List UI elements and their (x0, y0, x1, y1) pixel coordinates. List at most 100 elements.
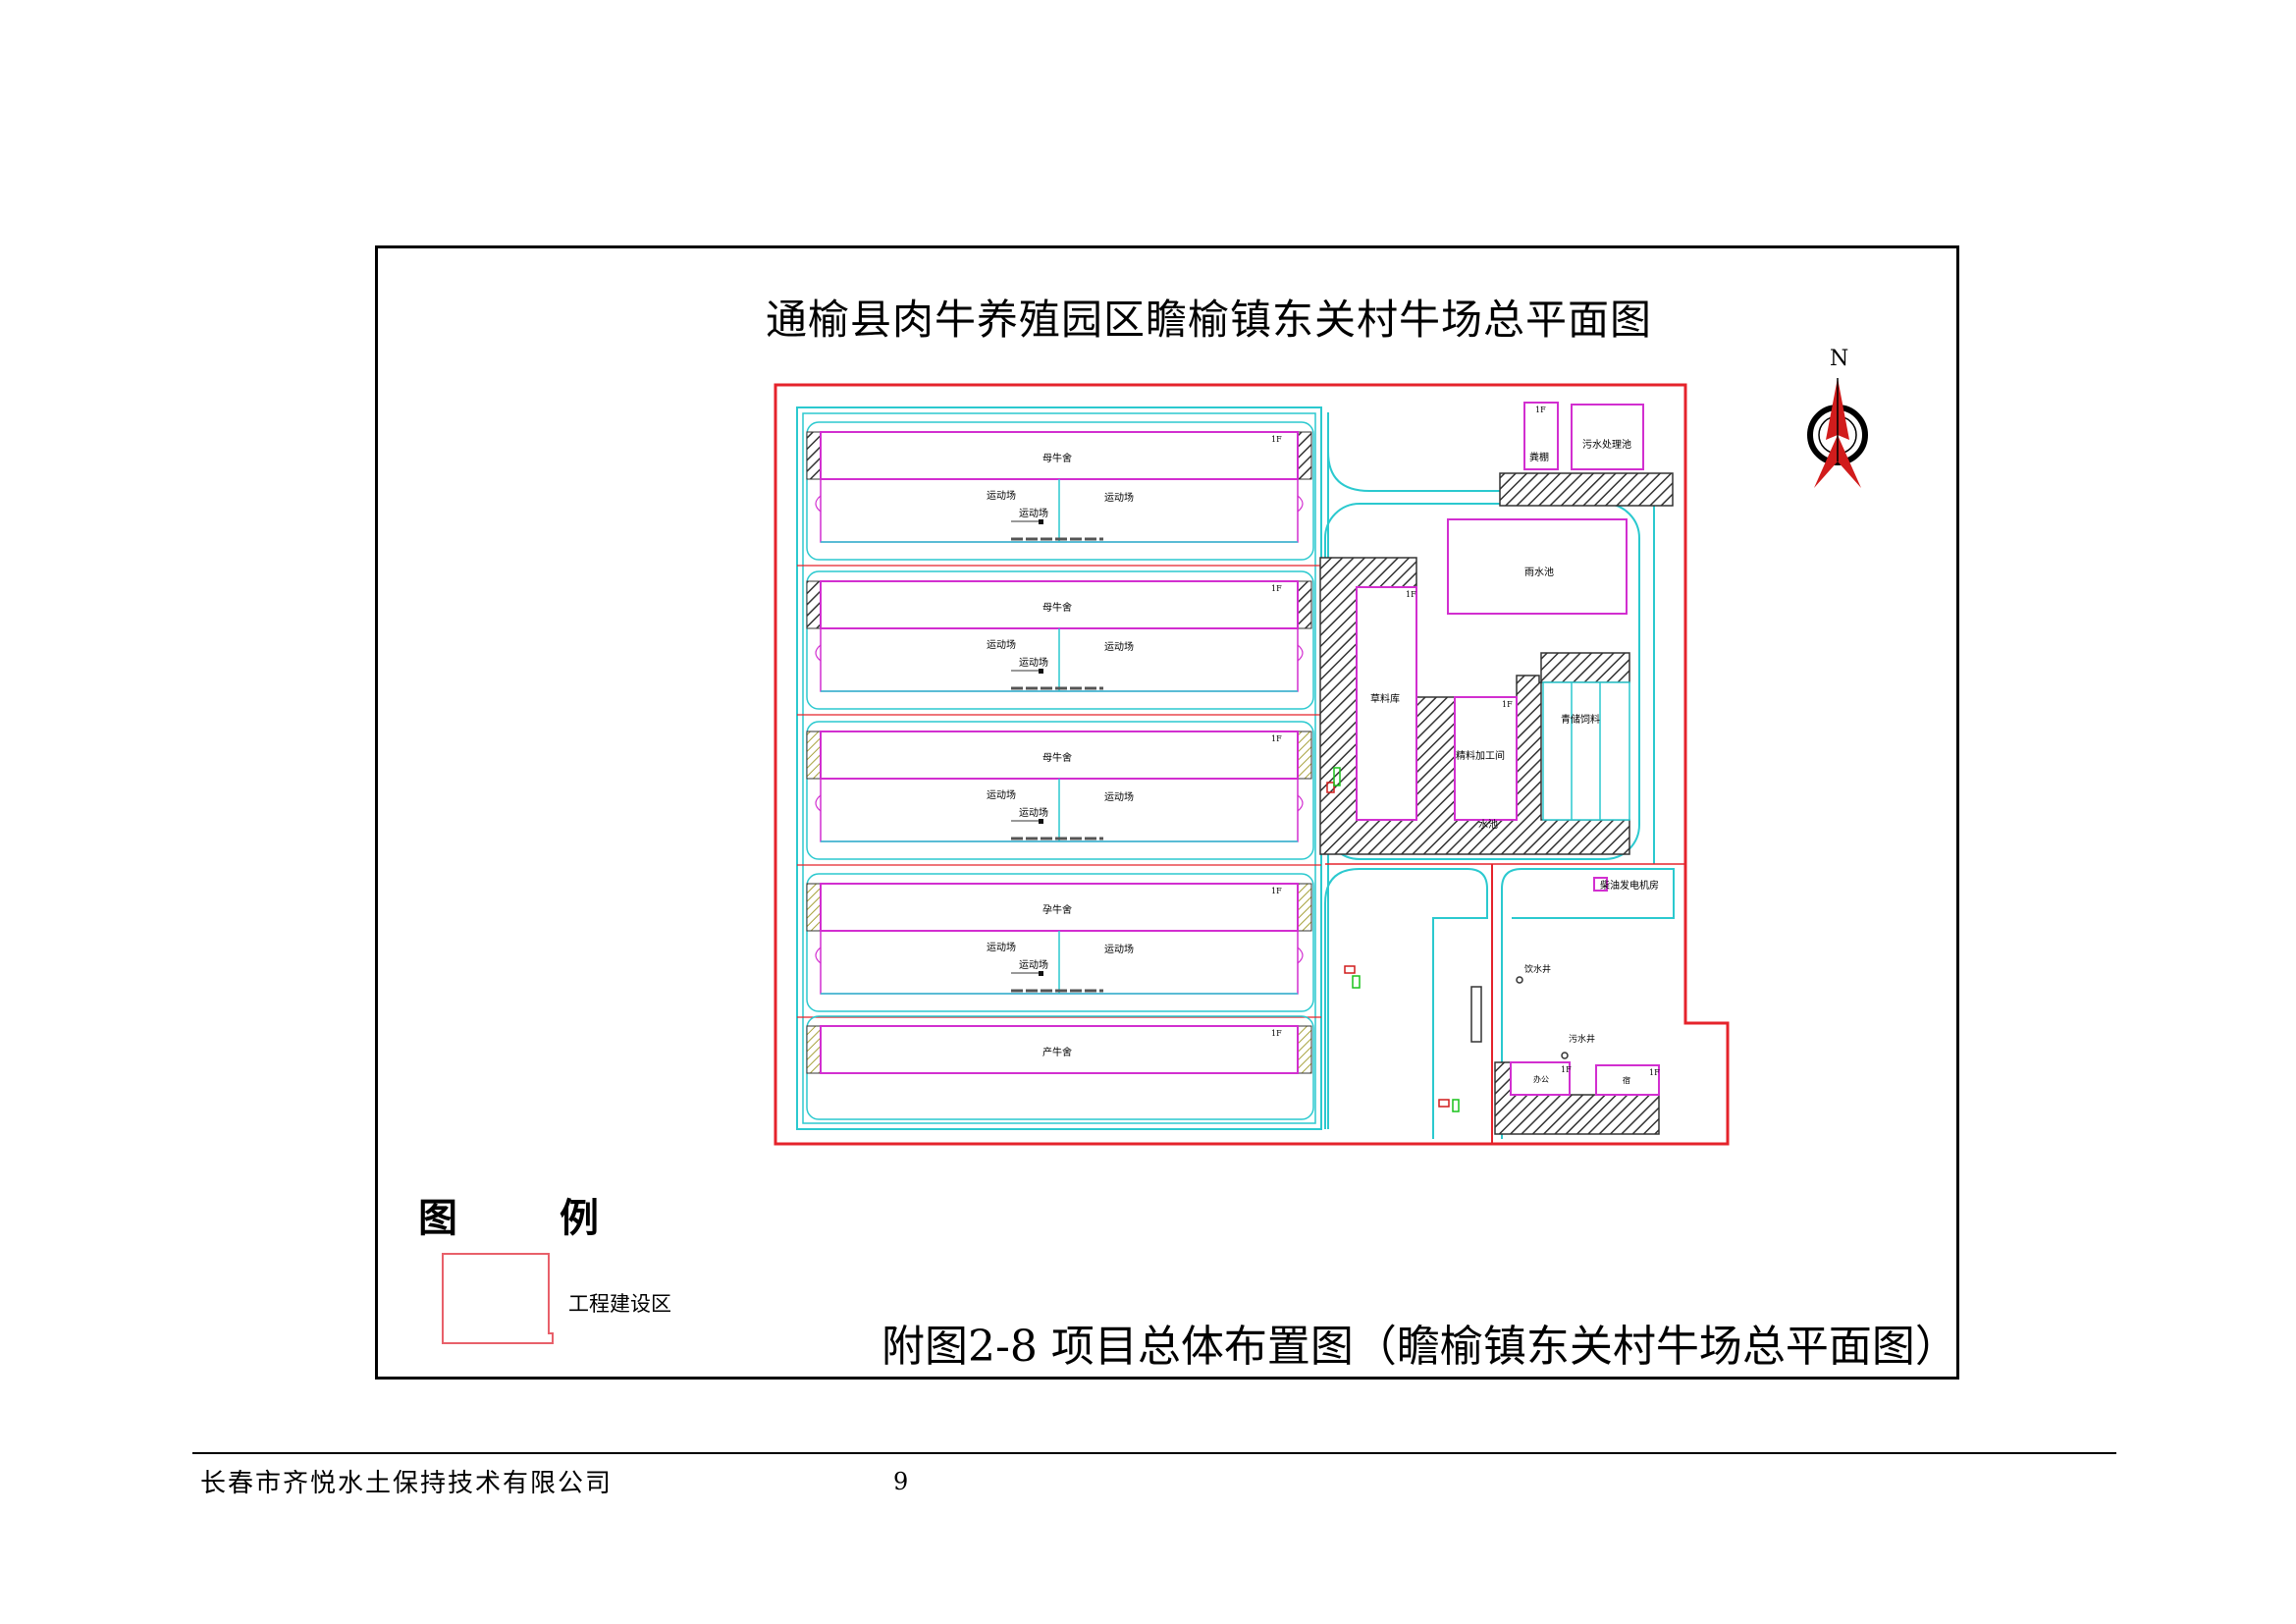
silage-label: 青储饲料 (1561, 713, 1600, 726)
yard-label: 运动场 (987, 788, 1016, 801)
barn-name: 母牛舍 (1042, 601, 1072, 614)
legend-item-label: 工程建设区 (568, 1292, 671, 1316)
red-marker-2 (1344, 965, 1356, 974)
barn-row-road (806, 721, 1314, 860)
footer-rule (192, 1452, 2116, 1454)
barn-end-block (1297, 883, 1312, 932)
feed-processing (1454, 696, 1518, 821)
figure-caption: 附图2-8 项目总体布置图（瞻榆镇东关村牛场总平面图） (881, 1322, 1958, 1372)
north-hatched-wall (1499, 472, 1674, 507)
yard-label: 运动场 (1104, 943, 1134, 955)
yard-label: 运动场 (1019, 958, 1048, 971)
barn-row-road (806, 873, 1314, 1012)
green-marker-3 (1452, 1099, 1460, 1112)
yard-drain (1039, 519, 1043, 524)
barn-end-block (1297, 431, 1312, 480)
yard-label: 运动场 (1104, 640, 1134, 653)
barn-rows: 母牛舍1F运动场运动场运动场母牛舍1F运动场运动场运动场母牛舍1F运动场运动场运… (797, 421, 1321, 1120)
barn-floor: 1F (1271, 734, 1282, 743)
south-road-left (1324, 868, 1488, 1139)
legend-heading: 图 (418, 1196, 457, 1241)
barn-name: 孕牛舍 (1042, 903, 1072, 916)
hay-store (1356, 586, 1417, 821)
barn-end-block (806, 431, 822, 480)
footer-company: 长春市齐悦水土保持技术有限公司 (200, 1469, 614, 1498)
barn-floor: 1F (1271, 584, 1282, 593)
yard-gate-right (1297, 644, 1304, 662)
barn-floor: 1F (1271, 1029, 1282, 1038)
yard-drain (1039, 819, 1043, 824)
barn-name: 母牛舍 (1042, 751, 1072, 764)
generator-room (1593, 877, 1608, 892)
manure-shed (1523, 402, 1559, 470)
yard-gate-right (1297, 794, 1304, 812)
barn-end-block (806, 731, 822, 780)
sewage-well-marker (1561, 1052, 1569, 1059)
sewage-well-label: 污水井 (1569, 1033, 1595, 1045)
red-marker-1 (1326, 782, 1335, 793)
barn-building (820, 1025, 1299, 1074)
yard-gate-right (1297, 947, 1304, 964)
drinking-well-marker (1516, 976, 1523, 984)
yard-label: 运动场 (987, 941, 1016, 953)
plan-title: 通榆县肉牛养殖园区瞻榆镇东关村牛场总平面图 (766, 296, 1653, 344)
drinking-well-label: 饮水井 (1524, 963, 1551, 975)
yard-gate-left (815, 644, 822, 662)
water-pool-label: 水池 (1478, 818, 1498, 831)
yard-drain (1039, 669, 1043, 674)
green-marker-1 (1333, 767, 1341, 786)
barn-row-road (806, 1015, 1314, 1120)
barn-floor: 1F (1271, 435, 1282, 444)
barn-end-block (806, 883, 822, 932)
yard-label: 运动场 (987, 489, 1016, 502)
north-label: N (1830, 347, 1848, 371)
south-road-right (1501, 868, 1675, 1139)
barn-row-road (806, 570, 1314, 710)
office (1510, 1061, 1571, 1096)
silage-pit (1542, 681, 1630, 821)
yard-label: 运动场 (987, 638, 1016, 651)
yard-label: 运动场 (1019, 656, 1048, 669)
sewage-pool-label: 污水处理池 (1582, 438, 1631, 451)
yard-gate-left (815, 794, 822, 812)
barn-row-road (806, 421, 1314, 561)
yard-label: 运动场 (1104, 491, 1134, 504)
generator-room-label: 柴油发电机房 (1600, 879, 1659, 892)
north-road-curve (1327, 451, 1512, 492)
legend-heading-2: 例 (560, 1196, 599, 1241)
barn-end-block (1297, 580, 1312, 629)
project-boundary (774, 383, 1730, 1146)
barn-end-block (806, 580, 822, 629)
yard-label: 运动场 (1019, 507, 1048, 519)
office-floor: 1F (1561, 1065, 1572, 1074)
feed-floor: 1F (1502, 700, 1513, 709)
yard-label: 运动场 (1019, 806, 1048, 819)
manure-floor: 1F (1535, 406, 1546, 414)
dorm-floor: 1F (1649, 1068, 1660, 1077)
legend-swatch (442, 1253, 554, 1344)
rain-pool (1447, 518, 1628, 615)
yard-gate-right (1297, 495, 1304, 513)
barn-end-block (1297, 731, 1312, 780)
barn-name: 母牛舍 (1042, 452, 1072, 464)
dormitory (1595, 1064, 1660, 1096)
hay-store-label: 草料库 (1370, 692, 1400, 705)
yard-gate-left (815, 947, 822, 964)
yard-gate-left (815, 495, 822, 513)
barn-end-block (1297, 1025, 1312, 1074)
yard-drain (1039, 971, 1043, 976)
barn-end-block (806, 1025, 822, 1074)
feed-processing-label: 精料加工间 (1456, 749, 1505, 762)
barn-floor: 1F (1271, 887, 1282, 895)
red-marker-3 (1438, 1099, 1450, 1108)
manure-shed-label: 粪棚 (1529, 451, 1549, 463)
yard-label: 运动场 (1104, 790, 1134, 803)
page-number: 9 (893, 1468, 909, 1495)
hay-floor: 1F (1406, 590, 1416, 599)
office-label: 办公 (1533, 1074, 1549, 1084)
barn-zone-road-inner (802, 412, 1316, 1124)
sewage-pool (1571, 404, 1644, 470)
drawing-frame (375, 245, 1959, 1380)
green-marker-2 (1352, 975, 1361, 989)
